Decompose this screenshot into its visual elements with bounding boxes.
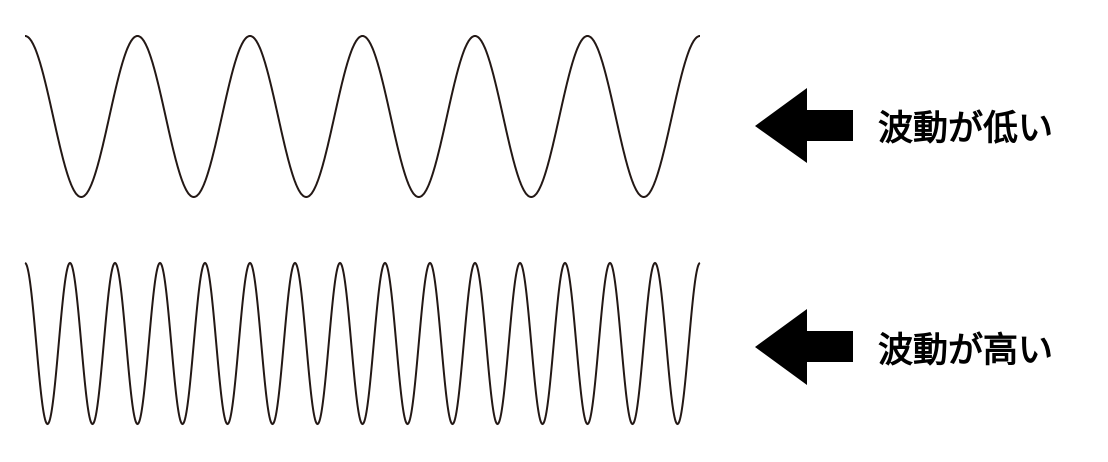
low-wave-label: 波動が低い — [878, 109, 1054, 149]
left-arrow-icon — [755, 309, 853, 385]
high-frequency-wave — [24, 261, 701, 426]
high-wave-label: 波動が高い — [878, 331, 1054, 371]
low-frequency-wave — [25, 35, 700, 198]
left-arrow-icon — [755, 88, 853, 163]
